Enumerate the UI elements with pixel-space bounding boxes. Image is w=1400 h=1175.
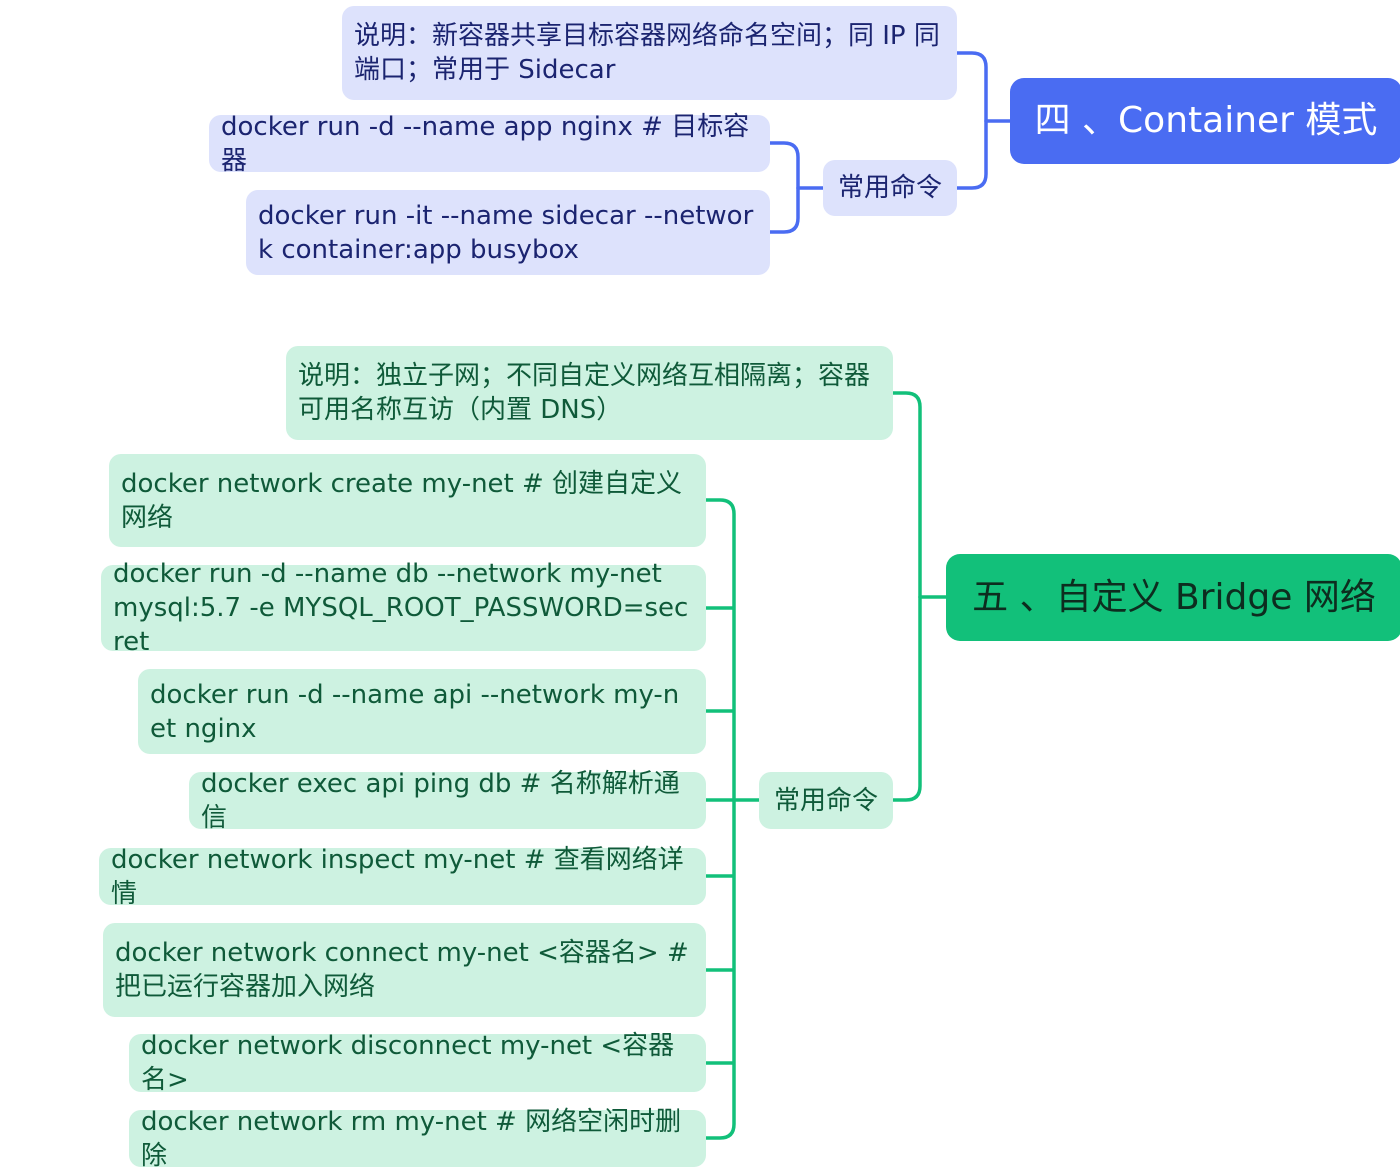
section-5-command-node[interactable]: docker run -d --name api --network my-ne… bbox=[138, 669, 706, 754]
section-4-explanation-node[interactable]: 说明：新容器共享目标容器网络命名空间；同 IP 同端口；常用于 Sidecar bbox=[342, 6, 957, 100]
section-4-title-node[interactable]: 四 、Container 模式 bbox=[1010, 78, 1400, 164]
section-4-commands-label-node[interactable]: 常用命令 bbox=[823, 160, 957, 216]
section-5-command-node[interactable]: docker run -d --name db --network my-net… bbox=[101, 559, 706, 657]
section-4-commands-connector bbox=[768, 141, 825, 234]
section-5-command-node[interactable]: docker network disconnect my-net <容器名> bbox=[129, 1031, 706, 1095]
section-5-root-connector bbox=[891, 391, 948, 802]
section-5-commands-label-node[interactable]: 常用命令 bbox=[759, 772, 893, 829]
section-4-command-node[interactable]: docker run -it --name sidecar --network … bbox=[246, 190, 770, 275]
section-5-command-node[interactable]: docker network create my-net # 创建自定义网络 bbox=[109, 454, 706, 547]
section-5-command-node[interactable]: docker network connect my-net <容器名> # 把已… bbox=[103, 923, 706, 1017]
section-5-command-node[interactable]: docker network inspect my-net # 查看网络详情 bbox=[99, 845, 706, 909]
section-5-title-node[interactable]: 五 、自定义 Bridge 网络 bbox=[946, 554, 1400, 641]
section-5-command-node[interactable]: docker network rm my-net # 网络空闲时删除 bbox=[129, 1107, 706, 1171]
section-5-command-node[interactable]: docker exec api ping db # 名称解析通信 bbox=[189, 769, 706, 833]
section-4-root-connector bbox=[955, 51, 1012, 190]
section-4-command-node[interactable]: docker run -d --name app nginx # 目标容器 bbox=[209, 112, 770, 176]
section-5-explanation-node[interactable]: 说明：独立子网；不同自定义网络互相隔离；容器可用名称互访（内置 DNS） bbox=[286, 346, 893, 440]
section-5-commands-connector bbox=[704, 498, 761, 1140]
